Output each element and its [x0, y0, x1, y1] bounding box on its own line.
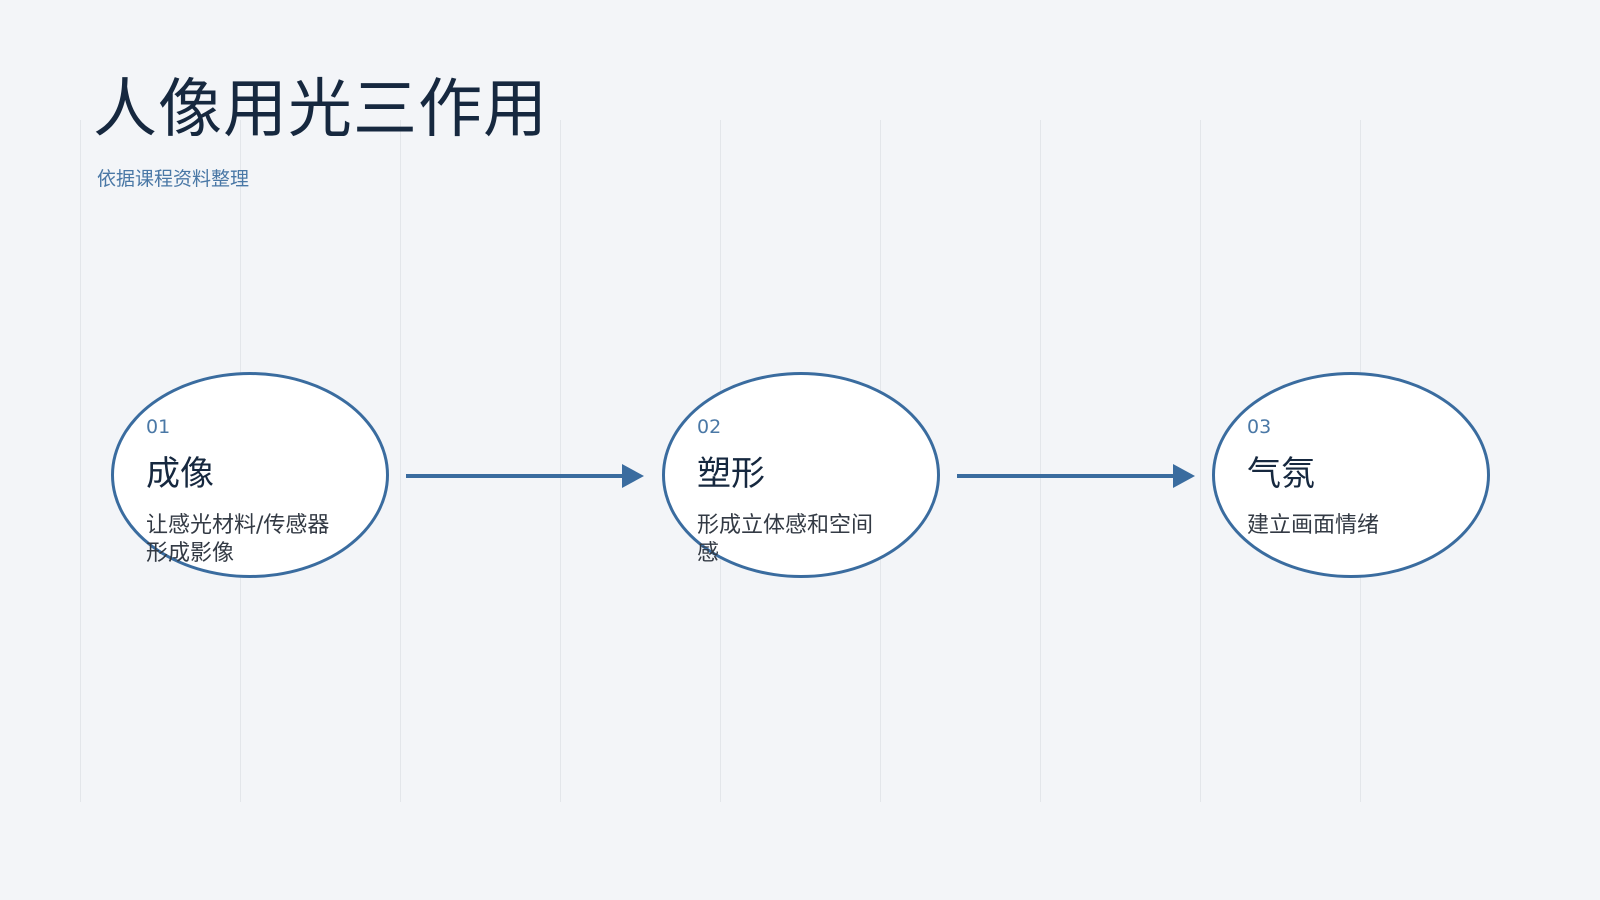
- step-node-2: 02 塑形 形成立体感和空间感: [662, 372, 940, 578]
- step-node-3: 03 气氛 建立画面情绪: [1212, 372, 1490, 578]
- step-number: 02: [697, 416, 722, 438]
- step-description: 形成立体感和空间感: [697, 513, 874, 566]
- grid-line: [560, 120, 561, 802]
- step-description: 建立画面情绪: [1247, 513, 1380, 538]
- arrow-connector-2: [957, 464, 1195, 488]
- step-description: 让感光材料/传感器形成影像: [146, 513, 330, 566]
- grid-line: [80, 120, 81, 802]
- grid-line: [1040, 120, 1041, 802]
- grid-line: [1200, 120, 1201, 802]
- step-number: 03: [1247, 416, 1272, 438]
- arrow-connector-1: [406, 464, 644, 488]
- step-number: 01: [146, 416, 171, 438]
- page-subtitle: 依据课程资料整理: [97, 168, 250, 190]
- step-node-1: 01 成像 让感光材料/传感器形成影像: [111, 372, 389, 578]
- page-title: 人像用光三作用: [93, 73, 548, 147]
- step-title: 气氛: [1247, 454, 1315, 494]
- step-title: 成像: [146, 454, 214, 494]
- step-title: 塑形: [697, 454, 765, 494]
- grid-line: [400, 120, 401, 802]
